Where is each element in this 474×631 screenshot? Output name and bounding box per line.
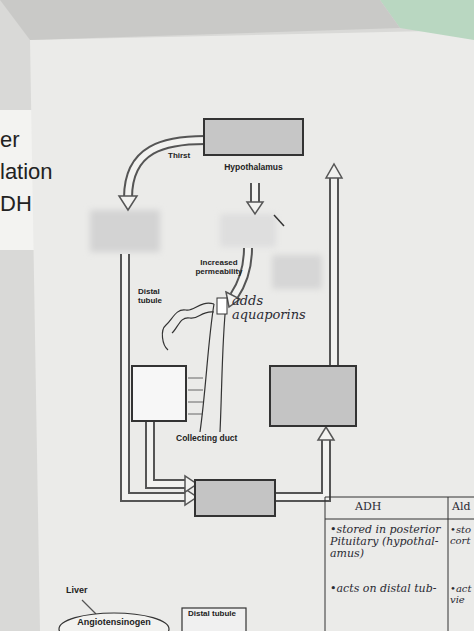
table-lines [325, 497, 474, 631]
substance-oval: Angiotensinogen [58, 612, 170, 631]
node-label: Angiotensinogen [58, 617, 170, 627]
blank-box [132, 366, 186, 421]
handwritten-note: adds aquaporins [232, 294, 304, 323]
blank-box [195, 480, 275, 516]
arrow-head [119, 164, 342, 505]
hidden-box [90, 210, 160, 252]
brain-region-box: Hypothalamus [203, 118, 304, 180]
desk-edge [0, 0, 400, 40]
tubule-box [182, 608, 246, 631]
hidden-box [272, 255, 322, 289]
box-outline [203, 118, 304, 156]
small-arrow [188, 378, 203, 414]
table-cell: •acts on distal tub- [330, 583, 446, 595]
leader-arrow [82, 600, 96, 614]
table-cell: •sto cort [450, 524, 474, 546]
part-name: Collecting duct [176, 434, 266, 443]
part-name: Liver [66, 586, 106, 596]
node-label: Hypothalamus [203, 162, 304, 172]
blank-box [270, 366, 356, 426]
table-cell: •stored in posterior Pituitary (hypothal… [330, 524, 446, 560]
annotation: Increased permeability [188, 259, 250, 277]
hidden-box [220, 214, 276, 247]
title-fragment: lation [0, 160, 40, 184]
title-fragment: DH [0, 192, 40, 216]
hollow-arrow [125, 140, 334, 497]
worksheet-paper [30, 30, 474, 631]
table-cell: •act vie [450, 583, 474, 605]
title-fragment: er [0, 128, 40, 152]
arrow-label: Thirst [168, 152, 208, 161]
part-name: Distal tubule [138, 288, 174, 306]
part-name: Distal tubule [188, 610, 244, 619]
table-header: Ald [452, 501, 474, 513]
tick-mark [274, 215, 284, 226]
hollow-arrow-inner [125, 140, 334, 497]
membrane-patch [217, 298, 227, 314]
table-header: ADH [355, 501, 395, 513]
